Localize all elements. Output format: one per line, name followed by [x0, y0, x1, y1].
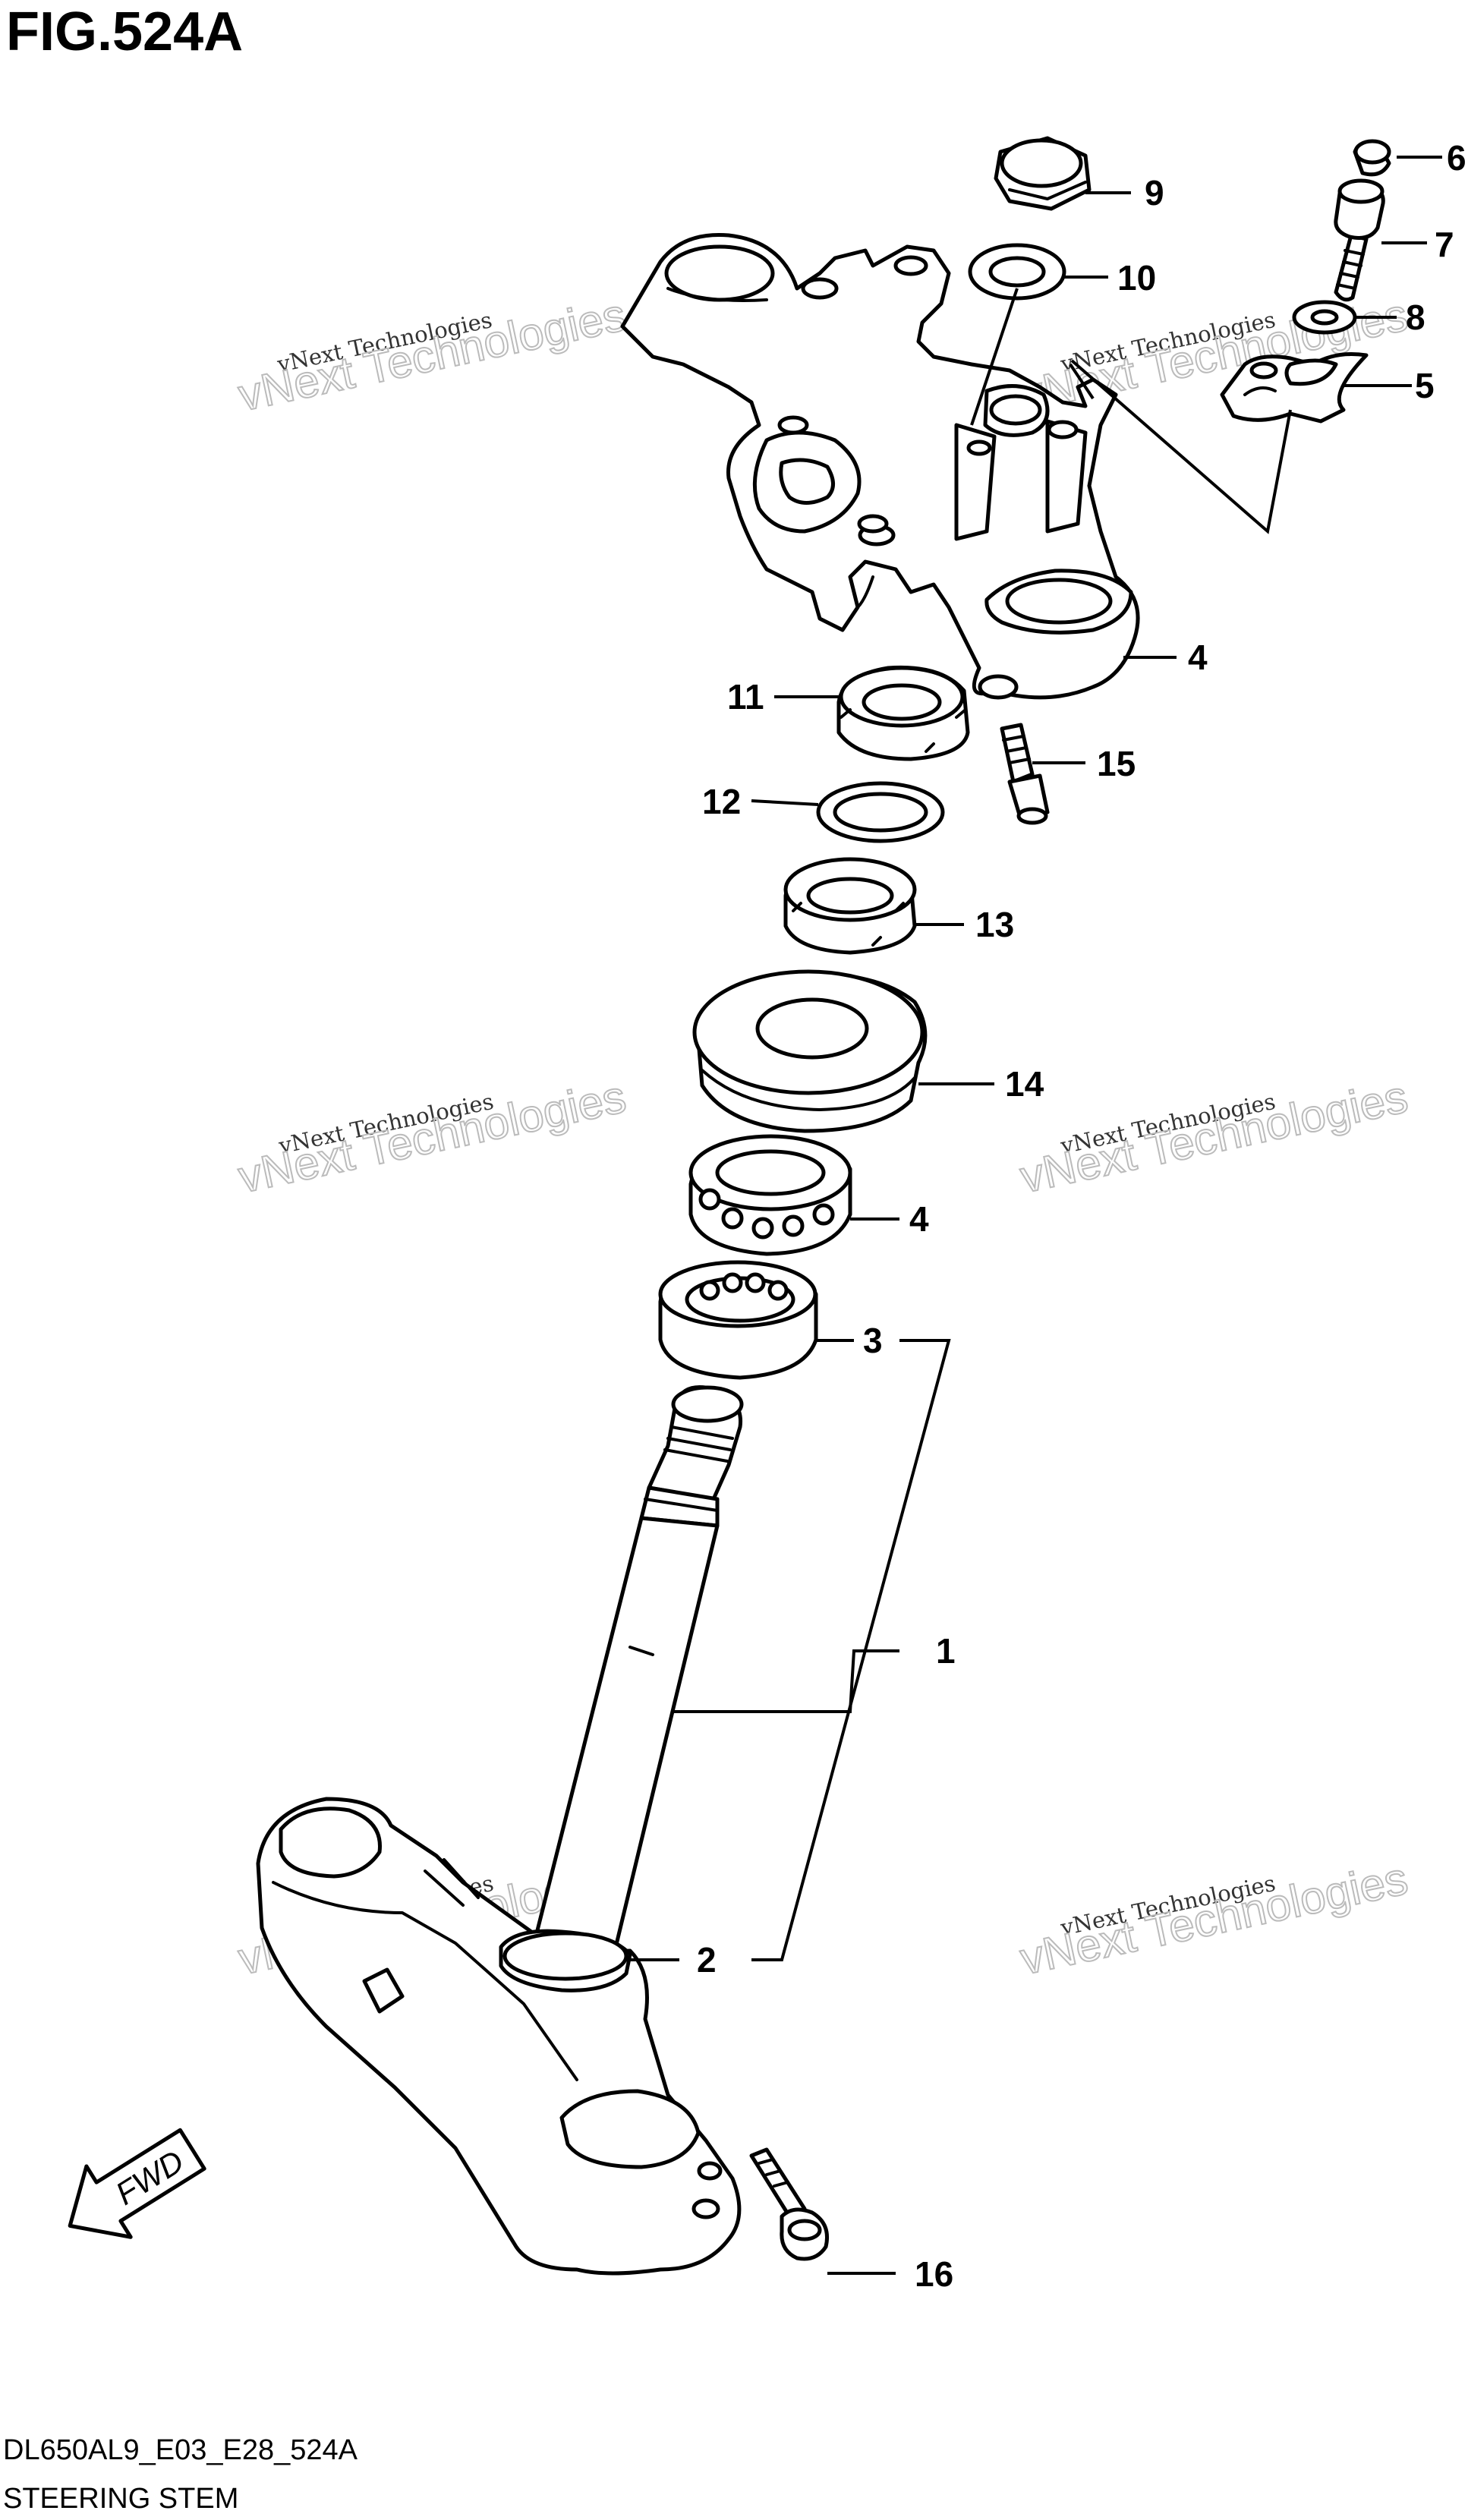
part-lower-bracket	[256, 1797, 742, 2276]
callout-3: 3	[863, 1321, 883, 1360]
callout-8: 8	[1406, 298, 1425, 337]
watermark: vNext Technologies vNext Technologies	[233, 1070, 631, 1203]
part-bearing-lower	[658, 1260, 818, 1380]
part-lock-washer	[1292, 300, 1357, 335]
part-bearing-upper	[688, 1134, 852, 1256]
callout-10: 10	[1117, 258, 1156, 298]
callout-4-bracket: 4	[1188, 638, 1208, 677]
part-cap	[1353, 139, 1391, 177]
part-nut-13	[783, 857, 917, 955]
bearing-balls	[698, 1188, 835, 1240]
callout-2: 2	[697, 1940, 717, 1980]
part-upper-bracket	[620, 232, 1140, 700]
part-steering-stem	[533, 1385, 744, 1953]
watermark: vNext Technologies vNext Technologies	[233, 288, 631, 421]
part-washer-12	[816, 781, 945, 843]
leader-lines	[630, 156, 1442, 2275]
callout-9: 9	[1145, 173, 1164, 213]
callout-7: 7	[1435, 225, 1454, 264]
part-cap-nut	[994, 136, 1092, 211]
watermark: vNext Technologies vNext Technologies	[1015, 1070, 1413, 1203]
figure-code: DL650AL9_E03_E28_524A	[3, 2434, 358, 2466]
part-bolt-15	[1000, 723, 1050, 825]
part-lock-nut	[836, 665, 970, 761]
callout-11: 11	[727, 677, 764, 717]
figure-title: FIG.524A	[6, 2, 243, 62]
callouts: 9 6 7 10 8 5 4 11 15 12 13 14 4 3 1 2 16	[697, 138, 1466, 2294]
part-handlebar-holder	[1220, 352, 1369, 424]
watermark: vNext Technologies vNext Technologies	[1015, 288, 1413, 421]
part-bolt-16	[749, 2147, 829, 2261]
figure-caption: STEERING STEM	[3, 2483, 238, 2515]
part-dust-seal	[692, 969, 928, 1133]
watermark: vNext Technologies vNext Technologies	[1015, 1852, 1413, 1985]
callout-5: 5	[1415, 366, 1435, 405]
callout-16: 16	[915, 2254, 953, 2294]
callout-12: 12	[702, 782, 741, 821]
callout-1: 1	[936, 1631, 956, 1671]
callout-15: 15	[1097, 744, 1136, 783]
callout-4-bearing: 4	[909, 1199, 929, 1239]
part-bolt-7	[1334, 178, 1385, 302]
part-washer-10	[968, 243, 1066, 301]
callout-14: 14	[1005, 1064, 1044, 1104]
fwd-arrow-icon: FWD	[68, 2128, 206, 2239]
callout-13: 13	[975, 905, 1014, 944]
callout-6: 6	[1447, 138, 1466, 178]
bearing-balls	[699, 1272, 789, 1301]
part-seal	[499, 1929, 632, 1992]
